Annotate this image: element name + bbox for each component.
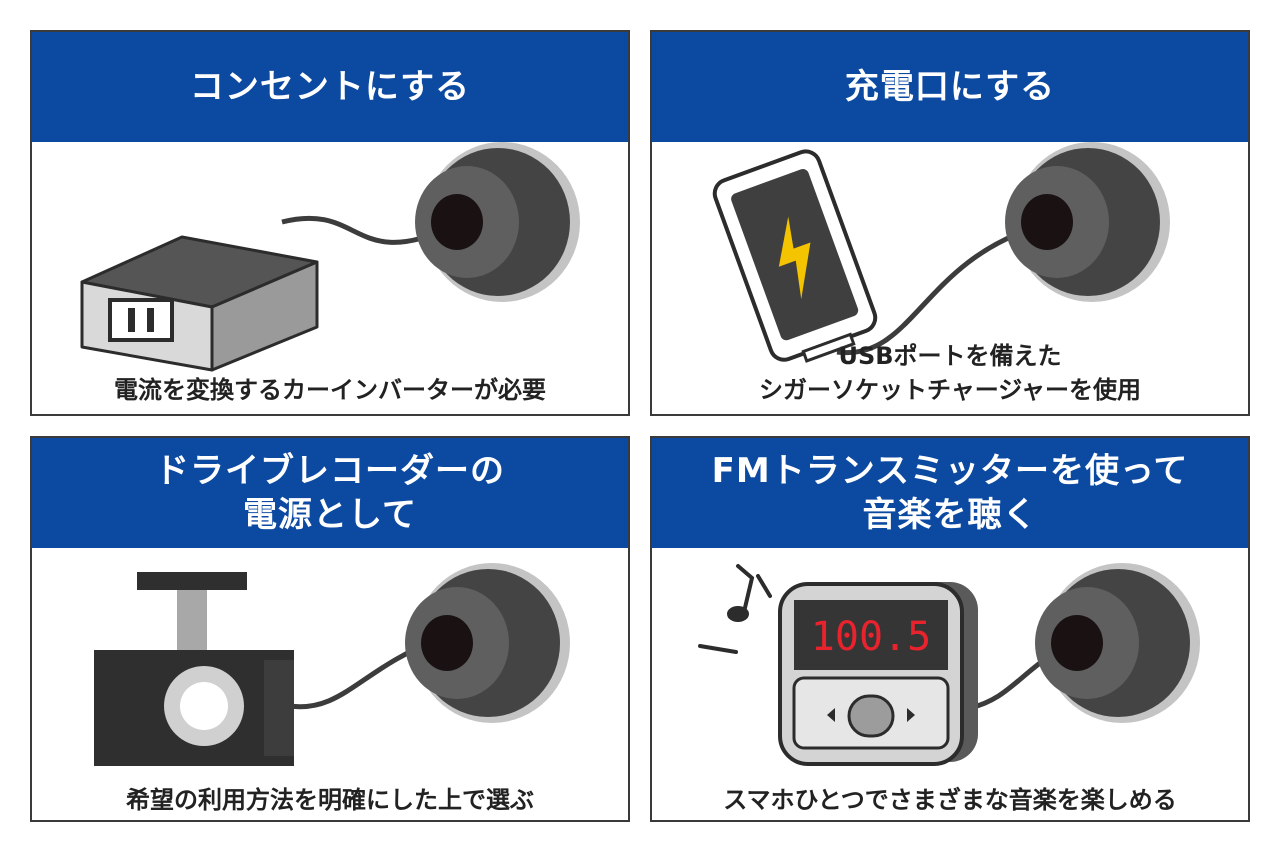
caption-line-1: USBポートを備えた: [838, 342, 1062, 370]
inverter-illustration: [80, 142, 580, 372]
panel-header: ドライブレコーダーの 電源として: [32, 438, 628, 548]
panel-caption: USBポートを備えた シガーソケットチャージャーを使用: [652, 339, 1248, 407]
panel-title: コンセントにする: [189, 66, 471, 107]
dashcam-illustration: [94, 563, 570, 766]
socket-icon: [415, 142, 580, 302]
panel-header: コンセントにする: [32, 32, 628, 142]
inverter-icon: [80, 235, 319, 372]
fm-display: 100.5: [811, 614, 931, 660]
panel-header: 充電口にする: [652, 32, 1248, 142]
panel-header: FMトランスミッターを使って 音楽を聴く: [652, 438, 1248, 548]
dashcam-icon: [94, 572, 294, 766]
fm-transmitter-icon: 100.5: [778, 582, 978, 766]
panel-outlet: コンセントにする 電流を変換するカーインバーターが必要: [30, 30, 630, 416]
panel-dashcam: ドライブレコーダーの 電源として 希望の利用方法を明確にした上で選ぶ: [30, 436, 630, 822]
title-line-2: 電源として: [243, 495, 417, 535]
socket-icon: [1005, 142, 1170, 302]
title-line-1: FMトランスミッターを使って: [711, 450, 1189, 491]
title-line-1: ドライブレコーダーの: [155, 450, 505, 491]
panel-fm-transmitter: FMトランスミッターを使って 音楽を聴く 100.5: [650, 436, 1250, 822]
music-note-icon: [698, 564, 772, 654]
panel-title: FMトランスミッターを使って 音楽を聴く: [712, 449, 1189, 537]
panel-caption: 電流を変換するカーインバーターが必要: [114, 376, 546, 404]
socket-icon: [1035, 563, 1200, 723]
socket-icon: [405, 563, 570, 723]
smartphone-icon: [712, 149, 878, 363]
panel-caption: スマホひとつでさまざまな音楽を楽しめる: [723, 786, 1177, 814]
fm-transmitter-illustration: 100.5: [698, 563, 1200, 766]
cable: [836, 224, 1038, 356]
panel-caption: 希望の利用方法を明確にした上で選ぶ: [126, 786, 534, 814]
caption-line-2: シガーソケットチャージャーを使用: [758, 376, 1142, 404]
panel-title: 充電口にする: [844, 66, 1056, 107]
lightning-icon: [778, 216, 811, 300]
panel-title: ドライブレコーダーの 電源として: [155, 449, 505, 537]
charger-illustration: [712, 142, 1170, 363]
panel-charger: 充電口にする USBポートを備えた シガーソケットチャージャーを使用: [650, 30, 1250, 416]
title-line-2: 音楽を聴く: [862, 495, 1038, 535]
